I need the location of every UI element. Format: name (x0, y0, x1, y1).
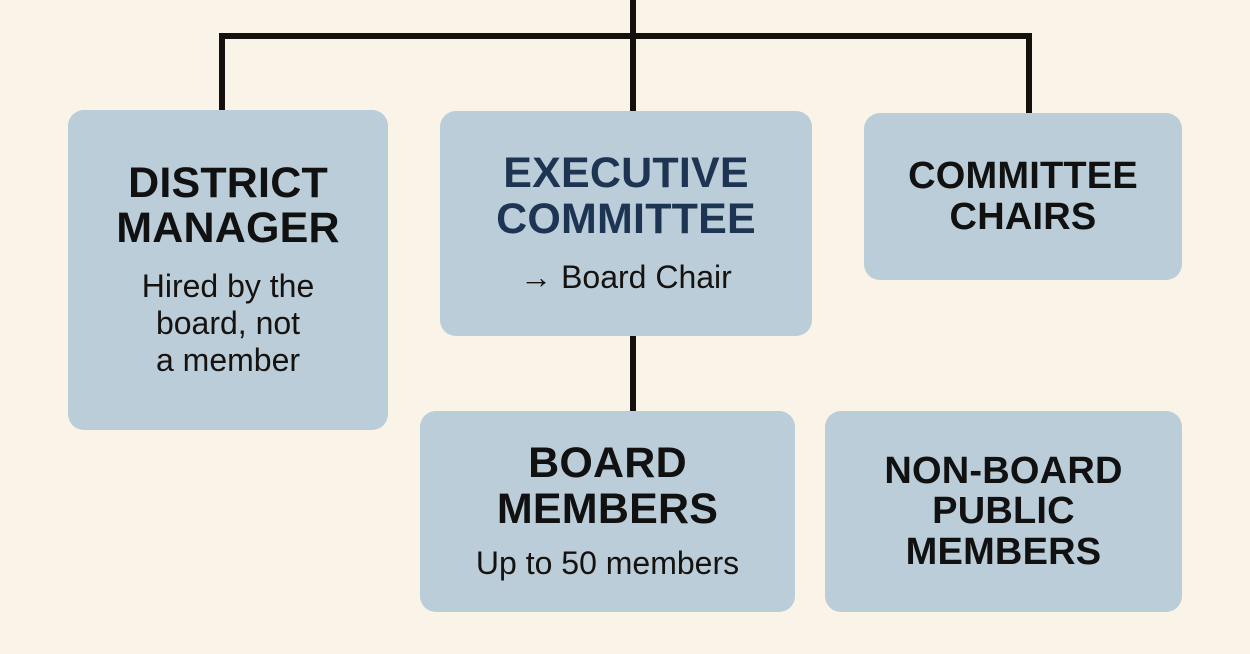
title-line: CHAIRS (949, 195, 1097, 238)
node-non-board-public-members-title: NON-BOARD PUBLIC MEMBERS (884, 451, 1122, 572)
connector-drop-executive-committee (630, 33, 636, 115)
connector-top-stem (630, 0, 636, 39)
title-line: NON-BOARD (884, 450, 1123, 493)
node-district-manager[interactable]: DISTRICT MANAGER Hired by the board, not… (68, 110, 388, 430)
connector-drop-committee-chairs (1026, 33, 1032, 118)
title-line: COMMITTEE (908, 155, 1138, 198)
title-line: MEMBERS (905, 530, 1102, 573)
connector-horizontal-bus (219, 33, 1032, 39)
title-line: PUBLIC (932, 490, 1075, 533)
title-line: DISTRICT (128, 158, 328, 207)
node-non-board-public-members[interactable]: NON-BOARD PUBLIC MEMBERS (825, 411, 1182, 612)
node-board-members[interactable]: BOARD MEMBERS Up to 50 members (420, 411, 795, 612)
node-district-manager-subtitle: Hired by the board, not a member (142, 268, 315, 379)
node-district-manager-title: DISTRICT MANAGER (116, 158, 340, 253)
title-line: EXECUTIVE (503, 149, 749, 198)
node-committee-chairs[interactable]: COMMITTEE CHAIRS (864, 113, 1182, 280)
node-board-members-title: BOARD MEMBERS (497, 441, 718, 532)
node-board-members-subtitle: Up to 50 members (475, 544, 740, 581)
connector-drop-district-manager (219, 33, 225, 115)
subtitle-line: Hired by the (141, 267, 315, 304)
node-executive-committee-title: EXECUTIVE COMMITTEE (496, 151, 756, 242)
node-executive-committee-subtitle: → Board Chair (520, 258, 732, 295)
title-line: COMMITTEE (496, 194, 756, 243)
subtitle-line: board, not (155, 305, 301, 342)
connector-executive-committee-to-board-members (630, 332, 636, 416)
subtitle-line: a member (155, 342, 301, 379)
title-line: MEMBERS (496, 484, 719, 533)
title-line: BOARD (528, 439, 687, 488)
title-line: MANAGER (116, 204, 340, 253)
node-committee-chairs-title: COMMITTEE CHAIRS (908, 156, 1138, 237)
node-executive-committee[interactable]: EXECUTIVE COMMITTEE → Board Chair (440, 111, 812, 336)
